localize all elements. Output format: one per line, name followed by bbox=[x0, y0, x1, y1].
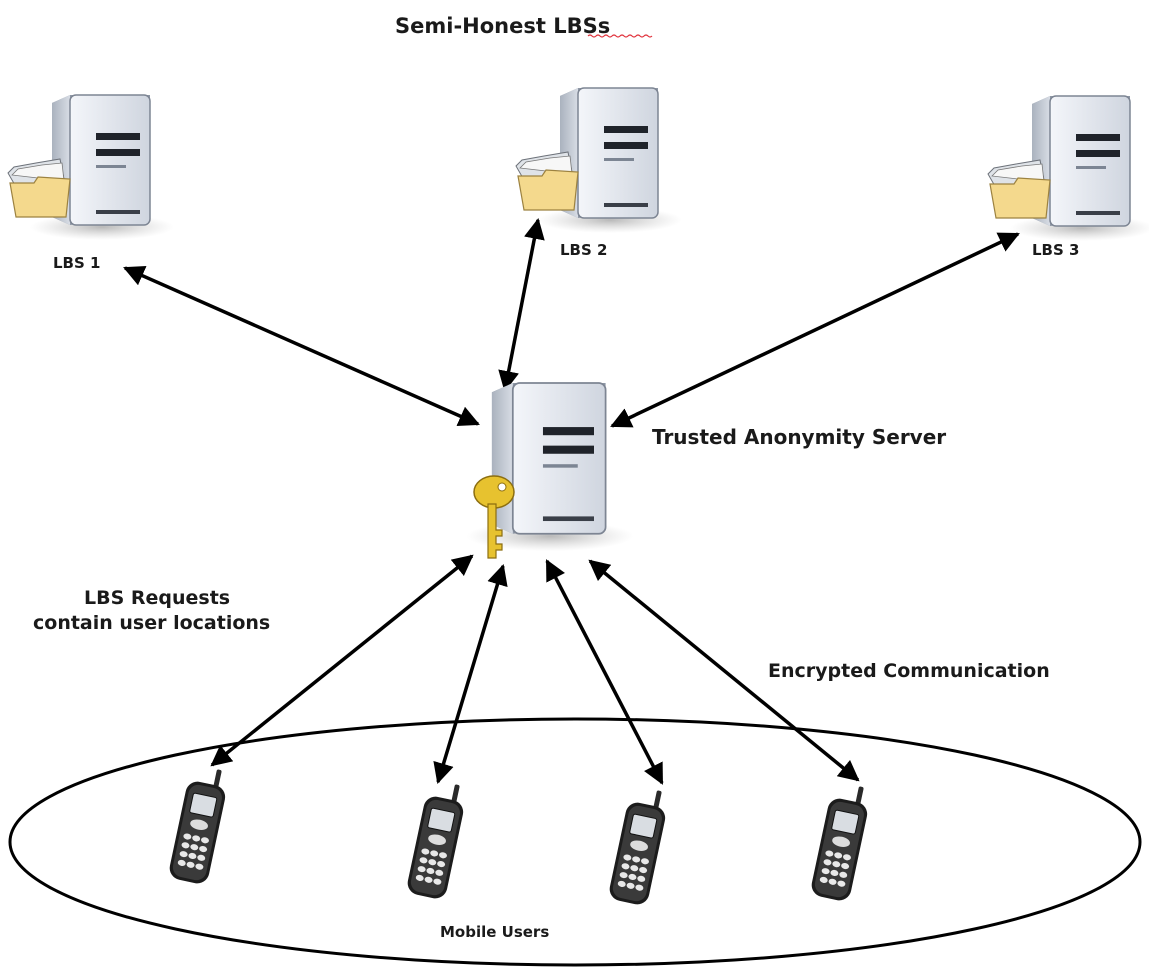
mobile-user-1 bbox=[166, 763, 232, 887]
lbs-3-label: LBS 3 bbox=[1032, 241, 1079, 259]
lbs-2-label: LBS 2 bbox=[560, 241, 607, 259]
mobile-user-2 bbox=[404, 778, 470, 902]
lbs-server-1 bbox=[7, 94, 175, 241]
anonymity-server-label: Trusted Anonymity Server bbox=[652, 425, 946, 449]
mobile-user-4 bbox=[808, 780, 874, 904]
lbs-server-2 bbox=[515, 87, 683, 234]
diagram-title: Semi-Honest LBSs bbox=[395, 14, 610, 38]
mobile-phone-icon bbox=[606, 784, 672, 908]
connection-arrows bbox=[123, 217, 1020, 785]
encrypted-annotation: Encrypted Communication bbox=[768, 660, 1050, 682]
arrow-user4 bbox=[588, 559, 860, 782]
requests-annotation-line2: contain user locations bbox=[33, 612, 270, 634]
arrow-user2 bbox=[433, 563, 508, 785]
mobile-phone-icon bbox=[166, 763, 232, 887]
spellcheck-underline bbox=[587, 34, 653, 38]
folder-icon bbox=[7, 158, 71, 218]
mobile-users-label: Mobile Users bbox=[440, 923, 549, 941]
arrow-user3 bbox=[545, 559, 664, 785]
lbs-1-label: LBS 1 bbox=[53, 254, 100, 272]
folder-icon bbox=[515, 151, 579, 211]
arrow-lbs3 bbox=[610, 232, 1020, 428]
arrow-user1 bbox=[210, 554, 474, 767]
mobile-phone-icon bbox=[808, 780, 874, 904]
requests-annotation-line1: LBS Requests bbox=[84, 587, 230, 609]
mobile-user-3 bbox=[606, 784, 672, 908]
folder-icon bbox=[987, 159, 1051, 219]
arrow-lbs2 bbox=[498, 217, 545, 393]
lbs-server-3 bbox=[987, 95, 1149, 242]
key-icon bbox=[473, 475, 515, 559]
arrow-lbs1 bbox=[123, 266, 480, 426]
mobile-phone-icon bbox=[404, 778, 470, 902]
